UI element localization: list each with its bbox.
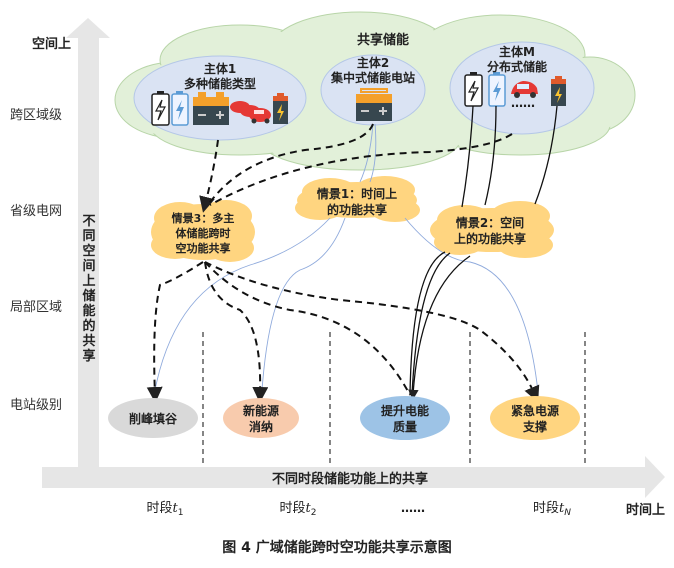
y-axis-bar-char: 的 [82, 318, 95, 334]
y-axis-bar-char: 共 [82, 333, 95, 349]
electric-car-icon [511, 81, 538, 98]
electric-cars-icon [230, 101, 271, 124]
x-axis-bar-label: 不同时段储能功能上的共享 [272, 471, 428, 487]
period-t1: 时段t1 [147, 501, 184, 518]
function-4-label1: 紧急电源 [511, 403, 559, 418]
function-peak-shaving [108, 398, 198, 438]
function-power-quality [360, 396, 450, 440]
y-axis-bar-char: 储 [81, 288, 95, 304]
function-3-label2: 质量 [393, 419, 417, 434]
function-2-label1: 新能源 [243, 403, 279, 418]
function-4-label2: 支撑 [522, 419, 547, 434]
period-ellipsis: …… [401, 501, 425, 515]
y-axis-bar-char: 间 [82, 258, 95, 274]
entity-m-type: 分布式储能 [487, 59, 547, 74]
scenario-3-connectors [146, 123, 540, 403]
lead-acid-battery-icon [193, 92, 229, 125]
shared-storage-title: 共享储能 [357, 32, 409, 48]
scenario-3-line3: 空功能共享 [176, 241, 231, 255]
battery-blue-icon [171, 91, 189, 126]
y-axis-bar-char: 不 [82, 214, 95, 229]
horizontal-axis-arrow [42, 456, 665, 498]
level-local-area: 局部区域 [10, 300, 62, 315]
function-1-label: 削峰填谷 [129, 411, 178, 426]
scenario-2-line2: 上的功能共享 [454, 231, 526, 246]
entity-1-name: 主体1 [204, 61, 236, 76]
vertical-axis-arrow [66, 18, 110, 472]
scenario-1-line1: 情景1：时间上 [317, 186, 397, 201]
level-station: 电站级别 [10, 398, 62, 413]
storage-station-battery-icon [356, 88, 392, 121]
scenario-1-line2: 的功能共享 [327, 202, 387, 217]
y-axis-bar-char: 能 [82, 303, 95, 319]
entity-2-name: 主体2 [357, 55, 389, 70]
function-3-label1: 提升电能 [381, 403, 429, 418]
y-axis-bar-char: 享 [82, 348, 95, 364]
function-emergency-support [490, 396, 580, 440]
entity-2-type: 集中式储能电站 [330, 70, 415, 85]
scenario-1-cloud [295, 176, 420, 222]
figure-caption: 图 4 广域储能跨时空功能共享示意图 [222, 539, 452, 556]
level-cross-region: 跨区域级 [10, 108, 62, 123]
scenario-1-connectors [154, 123, 539, 393]
scenario-2-cloud [430, 201, 554, 258]
y-axis-bar-char: 同 [82, 229, 95, 244]
battery-blue-icon [488, 72, 506, 107]
period-dividers [202, 332, 586, 467]
dark-battery-icon [551, 76, 566, 106]
scenario-3-line1: 情景3：多主 [172, 211, 235, 225]
function-renewable-absorption [223, 398, 299, 438]
entity-1-type: 多种储能类型 [184, 76, 256, 91]
dark-battery-icon [273, 93, 288, 124]
period-tN: 时段tN [533, 501, 571, 518]
y-axis-end-label: 空间上 [32, 36, 71, 52]
scenario-2-line1: 情景2：空间 [456, 215, 524, 230]
scenario-3-line2: 体储能跨时 [176, 226, 231, 240]
y-axis-bar-char: 上 [82, 274, 95, 289]
scenario-2-connectors [408, 105, 558, 401]
battery-outline-icon [151, 91, 170, 126]
period-t2: 时段t2 [280, 501, 317, 518]
battery-outline-icon [464, 72, 483, 107]
x-axis-end-label: 时间上 [626, 502, 665, 518]
level-provincial-grid: 省级电网 [10, 204, 62, 219]
entity-m-name: 主体M [499, 44, 535, 59]
y-axis-bar-char: 空 [82, 243, 95, 259]
entity-m-ellipsis: …… [511, 96, 535, 110]
function-2-label2: 消纳 [249, 419, 273, 434]
